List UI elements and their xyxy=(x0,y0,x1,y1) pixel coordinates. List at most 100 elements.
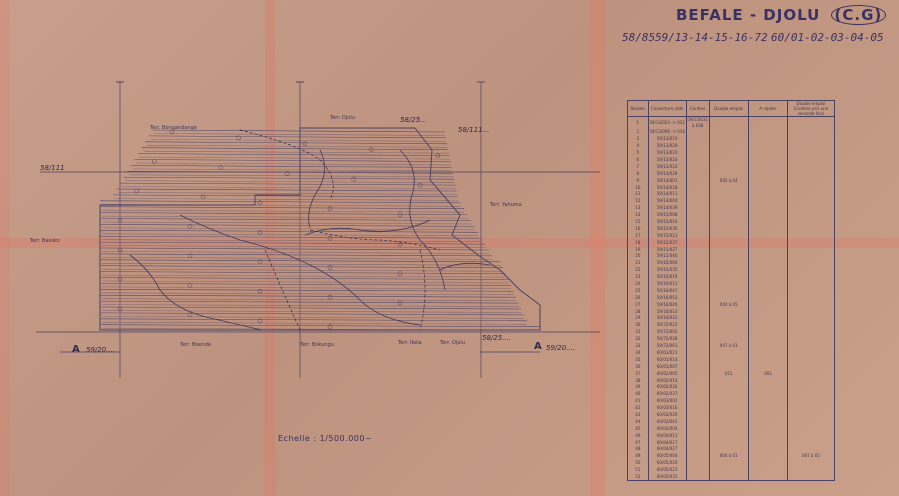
table-cell xyxy=(708,328,749,336)
table-cell xyxy=(747,445,789,453)
flight-strip xyxy=(113,194,458,198)
territory-boundary xyxy=(419,249,426,331)
table-cell xyxy=(787,466,835,474)
flight-strip-edge xyxy=(101,233,479,237)
table-cell xyxy=(747,363,789,371)
table-cell xyxy=(747,308,789,316)
table-cell xyxy=(747,225,789,233)
table-cell xyxy=(747,459,789,467)
table-cell xyxy=(747,211,789,219)
table-cell: 60/02/005 xyxy=(647,370,687,378)
table-cell xyxy=(708,397,749,405)
table-cell: 021 xyxy=(708,370,749,378)
table-header-cell: Double emploi xyxy=(708,100,749,117)
table-header-cell: Bandes xyxy=(627,100,649,117)
flight-strip xyxy=(120,182,456,186)
flight-strip-edge xyxy=(101,209,465,213)
table-cell xyxy=(708,253,749,260)
table-cell: 59/15/008 xyxy=(647,211,687,219)
table-cell xyxy=(747,280,789,288)
table-cell xyxy=(685,377,710,384)
table-cell: 60/01/007 xyxy=(647,363,687,371)
table-cell xyxy=(708,266,749,274)
flight-strip-edge xyxy=(101,280,509,284)
table-cell xyxy=(747,218,789,226)
table-cell xyxy=(685,287,710,295)
grid-ref-top-mid: 58/25... xyxy=(400,116,427,124)
table-cell xyxy=(685,253,710,260)
table-cell xyxy=(685,225,710,233)
table-cell xyxy=(708,259,749,267)
table-cell: 59/14/039 xyxy=(647,204,687,212)
flight-strip-edge xyxy=(101,204,461,207)
table-cell xyxy=(787,356,835,364)
photo-centre-mark xyxy=(218,165,224,170)
table-cell: 60/01/021 xyxy=(647,349,687,357)
flight-strip xyxy=(99,212,468,215)
table-cell: 32 xyxy=(627,335,649,343)
flight-strip xyxy=(99,247,489,251)
table-cell xyxy=(747,294,789,302)
table-cell: 60/05/004 xyxy=(647,452,687,460)
table-cell: 59/14/018 xyxy=(647,184,687,192)
table-cell xyxy=(685,239,710,247)
table-cell: 59/16/052 xyxy=(647,294,687,302)
table-cell xyxy=(708,445,749,453)
table-cell: 33 xyxy=(627,342,649,350)
photo-centre-mark xyxy=(351,176,356,182)
table-cell: 49 xyxy=(627,452,649,460)
territory-boundary xyxy=(309,229,441,251)
table-cell: 60/03/002 xyxy=(647,397,687,405)
river-line xyxy=(399,149,446,291)
flight-strip-edge xyxy=(101,304,519,307)
photo-centre-mark xyxy=(327,324,333,329)
table-cell xyxy=(787,287,835,295)
table-cell: 41 xyxy=(627,397,649,405)
table-cell: 59/13/033 xyxy=(647,163,687,171)
table-cell: 23 xyxy=(627,273,649,281)
table-cell xyxy=(787,397,835,405)
table-cell xyxy=(685,232,710,240)
table-cell: 10 xyxy=(627,184,649,192)
table-cell xyxy=(747,191,789,198)
table-cell: 4 xyxy=(627,142,649,150)
table-cell xyxy=(747,253,789,260)
flight-strip-edge xyxy=(143,150,449,154)
table-cell xyxy=(685,184,710,192)
photo-centre-mark xyxy=(117,218,123,223)
flight-strip xyxy=(99,200,461,204)
table-cell xyxy=(708,335,749,343)
table-cell xyxy=(747,184,789,192)
flight-strip xyxy=(99,277,509,280)
table-cell xyxy=(685,135,710,143)
table-cell: 2 xyxy=(627,129,649,136)
table-cell: 42 xyxy=(627,404,649,412)
table-cell xyxy=(787,116,835,129)
table-cell xyxy=(787,445,835,453)
photo-centre-mark xyxy=(327,235,333,241)
table-cell: 19 xyxy=(627,246,649,254)
table-cell: 29 xyxy=(627,315,649,322)
table-header-cell: A rejeter xyxy=(747,100,789,117)
flight-strip-edge xyxy=(150,139,447,142)
table-cell xyxy=(685,397,710,405)
table-cell xyxy=(747,439,789,446)
table-cell: 38 xyxy=(627,377,649,384)
flight-strip xyxy=(99,300,519,304)
table-cell xyxy=(747,246,789,254)
table-cell xyxy=(685,301,710,309)
table-cell: 59/13/019 xyxy=(647,135,687,143)
table-cell xyxy=(747,232,789,240)
flight-strip-edge xyxy=(101,239,482,242)
flight-strip xyxy=(99,206,465,209)
table-cell xyxy=(747,163,789,171)
